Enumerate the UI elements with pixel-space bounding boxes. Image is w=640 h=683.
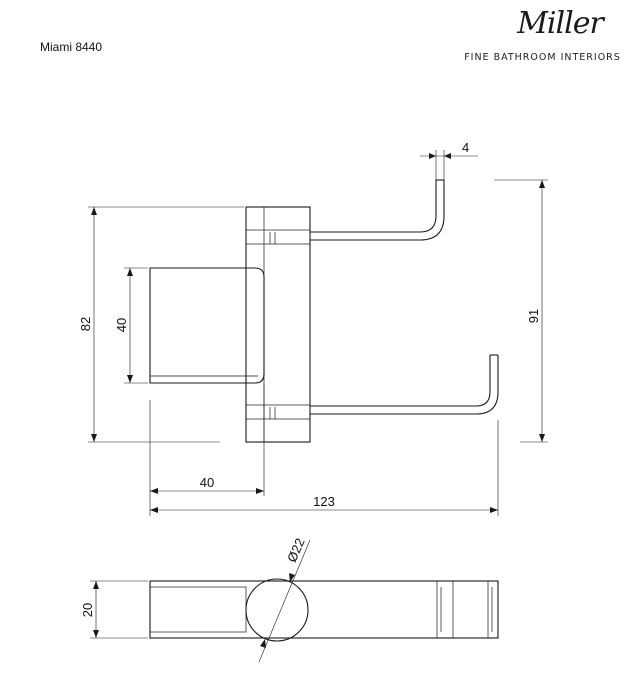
hinge-body	[245, 206, 311, 443]
product-code: Miami 8440	[40, 40, 103, 54]
dim-plate-height-label: 40	[114, 318, 129, 332]
lower-hook-arm-bottom	[310, 355, 499, 415]
hinge-circle	[245, 578, 309, 642]
dim-arrow	[256, 488, 264, 494]
top-view-outline	[149, 580, 499, 639]
side-view	[149, 179, 499, 443]
lower-hinge-collar	[245, 404, 311, 420]
top-view-plate	[149, 586, 247, 633]
dim-arrow	[289, 573, 295, 582]
dim-arrow	[91, 207, 97, 215]
dim-total-depth: 123	[150, 420, 499, 516]
upper-hook-arm-bottom	[310, 180, 445, 241]
wall-plate	[149, 267, 265, 384]
dim-hinge-diameter: Ø22	[258, 536, 311, 663]
dim-arrow	[539, 434, 545, 442]
dim-base-height: 82	[78, 206, 244, 443]
brand-logo-text: Miller	[517, 6, 604, 41]
dim-arrow	[429, 153, 436, 159]
brand-tagline: FINE BATHROOM INTERIORS	[464, 52, 621, 63]
upper-hinge-collar	[245, 229, 311, 245]
dim-bottom-width-label: 20	[80, 603, 95, 617]
dim-arrow	[150, 488, 158, 494]
dim-hook-thickness: 4	[420, 140, 478, 180]
dim-line	[258, 539, 311, 663]
top-view-hook-a	[436, 580, 454, 639]
lower-hook-arm-top	[310, 355, 491, 407]
dim-hook-thickness-label: 4	[462, 140, 469, 155]
dim-hinge-diameter-label: Ø22	[284, 536, 308, 565]
top-view-hook-b	[487, 580, 499, 639]
dim-plate-depth: 40	[149, 384, 265, 516]
dim-total-height-label: 91	[526, 309, 541, 323]
dim-arrow	[127, 268, 133, 276]
dim-arrow	[93, 630, 99, 638]
dim-plate-height: 40	[114, 267, 148, 384]
upper-hook-arm-top	[310, 180, 437, 233]
dim-arrow	[260, 639, 266, 648]
dim-arrow	[490, 507, 498, 513]
dim-arrow	[539, 180, 545, 188]
dim-total-depth-label: 123	[313, 494, 335, 509]
dim-total-height: 91	[494, 179, 548, 443]
dim-arrow	[127, 375, 133, 383]
dim-arrow	[150, 507, 158, 513]
dim-arrow	[93, 581, 99, 589]
dim-arrow	[444, 153, 451, 159]
dim-plate-depth-label: 40	[200, 475, 214, 490]
dim-bottom-width: 20	[80, 580, 148, 639]
top-view	[149, 578, 499, 642]
dim-arrow	[91, 434, 97, 442]
dim-base-height-label: 82	[78, 317, 93, 331]
